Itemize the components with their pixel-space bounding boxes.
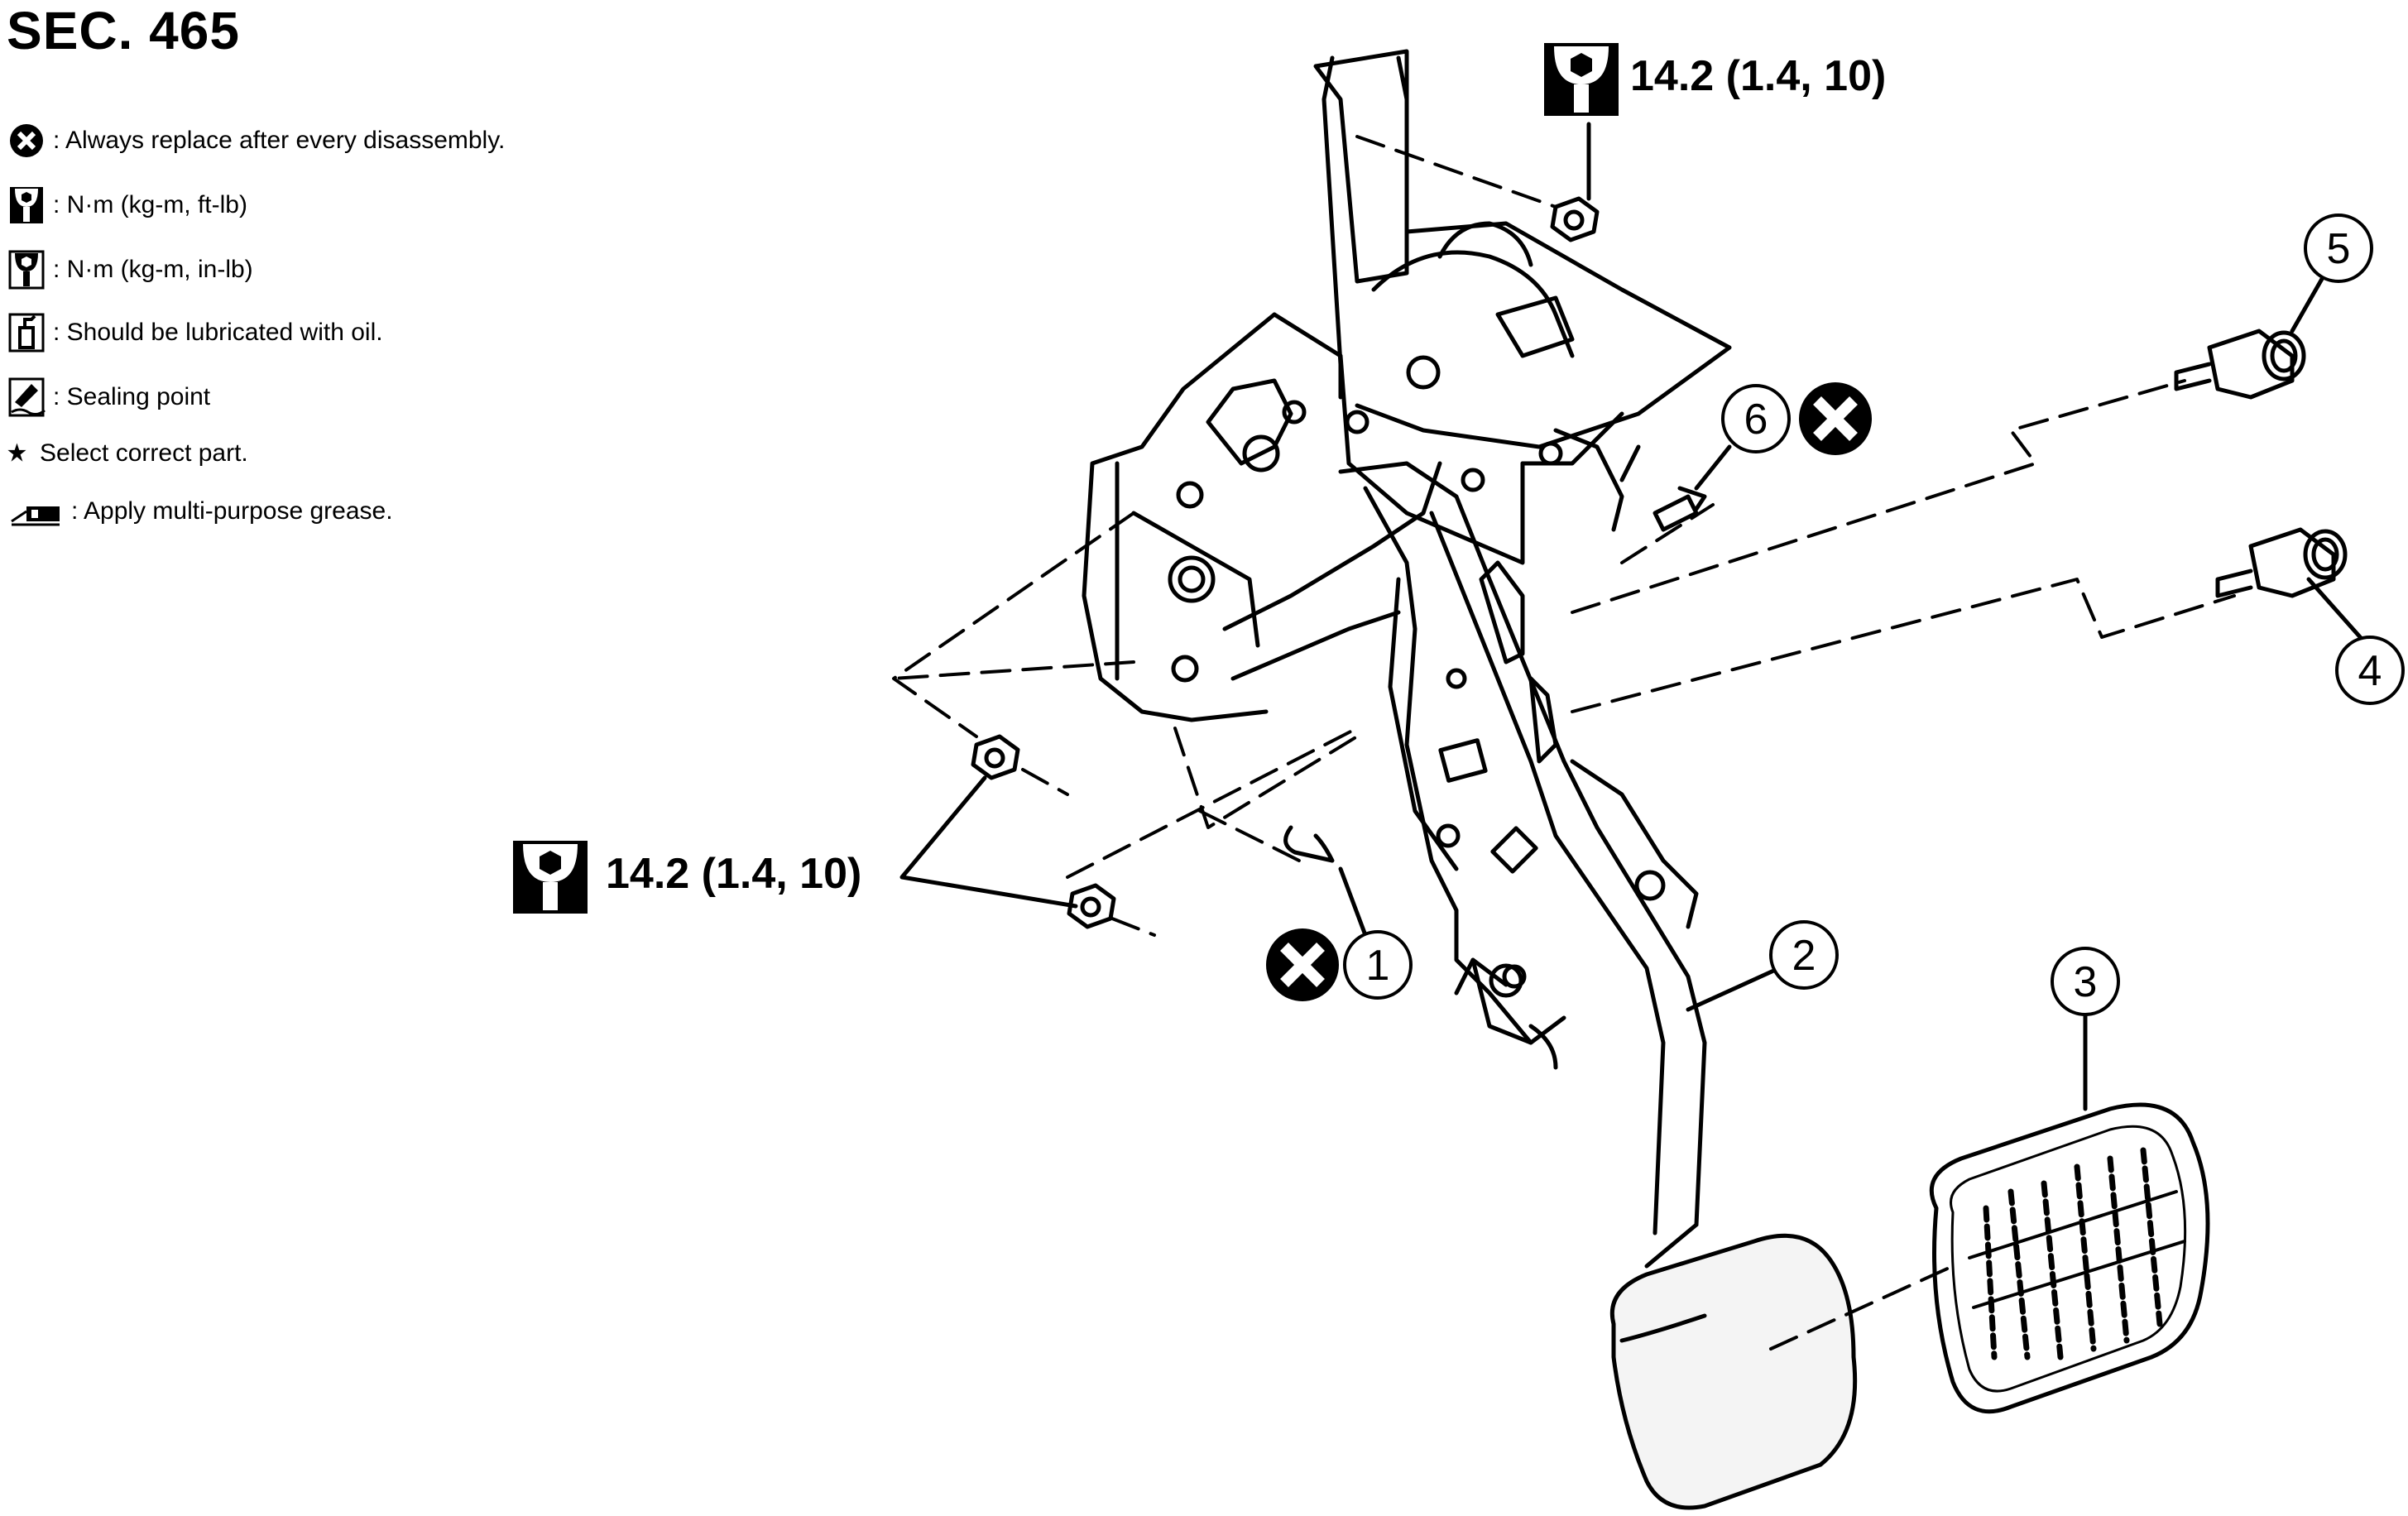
pedal-bracket (1082, 49, 1732, 722)
pedal-pad-cover (1929, 1102, 2210, 1414)
svg-text:3: 3 (2074, 958, 2098, 1006)
assembly-lines (892, 135, 2236, 1350)
callout-5: 5 (2304, 213, 2373, 283)
replace-x-icon (1266, 928, 1339, 1001)
callout-3: 3 (2051, 947, 2120, 1016)
callout-6: 6 (1721, 384, 1791, 453)
legend-row-grease: : Apply multi-purpose grease. (7, 491, 393, 532)
callout-2: 2 (1769, 920, 1839, 990)
legend-row-replace: : Always replace after every disassembly… (7, 120, 505, 161)
sealant-icon (8, 377, 46, 417)
clutch-interlock-switch (2215, 527, 2348, 598)
leader-callout-6 (1694, 444, 1732, 491)
torque-wrench-icon (513, 841, 588, 914)
legend-text: Select correct part. (40, 439, 248, 467)
section-title: SEC. 465 (7, 1, 240, 60)
oil-can-icon (8, 313, 45, 353)
svg-text:4: 4 (2358, 647, 2382, 695)
torque-wrench-icon (1544, 43, 1619, 116)
svg-text:1: 1 (1366, 942, 1390, 990)
svg-text:2: 2 (1792, 932, 1816, 980)
svg-text:6: 6 (1744, 396, 1768, 444)
pedal-arm (1338, 461, 1707, 1269)
legend-row-sealing: : Sealing point (7, 377, 210, 418)
legend-text: : Sealing point (53, 383, 211, 410)
legend-row-select-part: Select correct part. (7, 433, 248, 474)
legend-row-torque-ftlb: : N·m (kg-m, ft-lb) (7, 185, 247, 226)
callout-4: 4 (2335, 636, 2405, 705)
legend-text: : N·m (kg-m, in-lb) (53, 256, 253, 283)
svg-text:5: 5 (2327, 225, 2351, 273)
leader-callout-2 (1686, 966, 1782, 1012)
clutch-switch (2174, 329, 2306, 400)
torque-wrench-inlb-icon (8, 250, 45, 290)
pedal-pad (1609, 1233, 1858, 1510)
torque-spec-top: 14.2 (1.4, 10) (1630, 52, 1887, 100)
leader-torque-left (899, 775, 1078, 909)
legend-text: : Should be lubricated with oil. (53, 319, 383, 346)
torque-spec-left: 14.2 (1.4, 10) (606, 850, 862, 898)
replace-x-icon (1799, 382, 1872, 455)
star-icon (7, 443, 26, 462)
leader-callout-5 (2290, 271, 2328, 333)
replace-x-icon (10, 124, 43, 157)
nut-left-upper (971, 734, 1020, 780)
leader-callout-1 (1338, 866, 1368, 938)
legend-text: : N·m (kg-m, ft-lb) (53, 191, 247, 218)
legend-row-torque-inlb: : N·m (kg-m, in-lb) (7, 249, 253, 290)
callout-1: 1 (1343, 930, 1413, 1000)
grease-gun-icon (11, 506, 60, 526)
snap-pin (1283, 825, 1335, 863)
legend-row-oil: : Should be lubricated with oil. (7, 312, 383, 353)
legend-text: : Always replace after every disassembly… (53, 127, 506, 154)
nut-top (1550, 196, 1600, 242)
legend-text: : Apply multi-purpose grease. (71, 497, 393, 525)
pin-bolt (1653, 486, 1707, 532)
torque-wrench-icon (10, 187, 43, 223)
